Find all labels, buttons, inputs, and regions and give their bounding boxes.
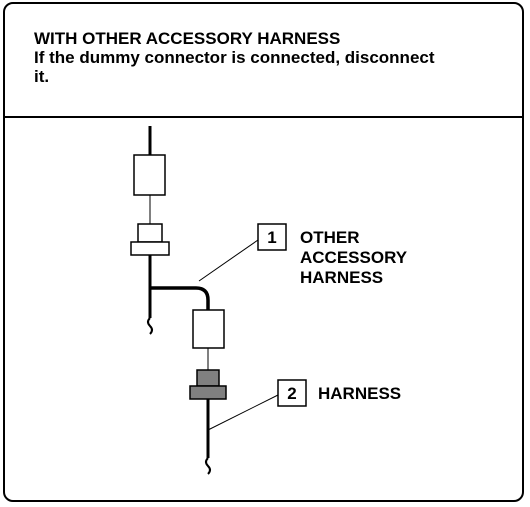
upper-plug-base (130, 241, 170, 256)
diagram-frame: WITH OTHER ACCESSORY HARNESS If the dumm… (3, 2, 524, 502)
upper-plug-cap (137, 223, 163, 243)
upper-connector-body (133, 154, 166, 196)
callout-2-number: 2 (287, 384, 296, 403)
callout-1-number: 1 (267, 228, 276, 247)
harness-cut-mark (205, 457, 211, 475)
callout-2-leader (207, 394, 279, 431)
instruction-header: WITH OTHER ACCESSORY HARNESS If the dumm… (5, 4, 522, 118)
dummy-connector-cap (196, 369, 220, 387)
diagram-title: WITH OTHER ACCESSORY HARNESS (34, 29, 341, 48)
instruction-note: If the dummy connector is connected, dis… (34, 48, 435, 86)
lower-connector-body (192, 309, 225, 349)
callout-1-label-line-1: OTHER (300, 228, 360, 247)
callout-1-leader (198, 239, 259, 282)
callout-1-label-line-3: HARNESS (300, 268, 383, 287)
main-harness-cut-mark (147, 317, 153, 335)
callout-2-box (277, 379, 307, 407)
other-accessory-harness-branch (150, 286, 210, 310)
callout-1-label-line-2: ACCESSORY (300, 248, 408, 267)
callout-1-box (257, 223, 287, 251)
dummy-connector-base (189, 385, 227, 400)
callout-2-label: HARNESS (318, 384, 401, 403)
